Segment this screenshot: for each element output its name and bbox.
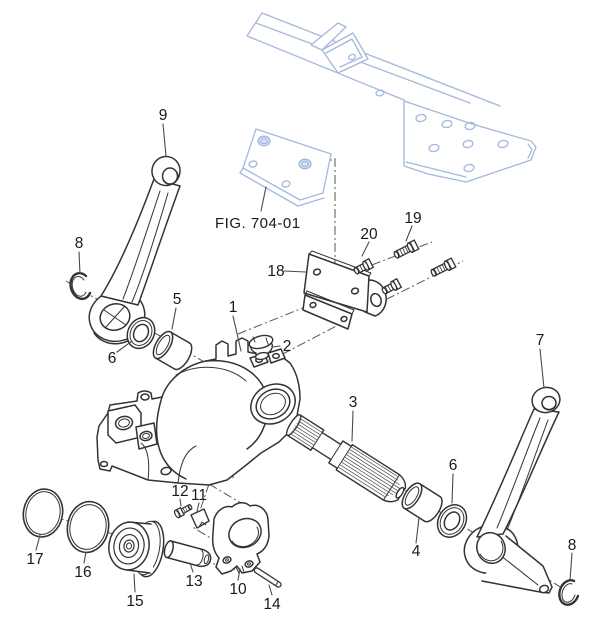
part-4-bushing [401,482,443,523]
callout-8-right: 8 [568,537,577,554]
callout-3: 3 [349,394,358,411]
part-5-bushing [152,330,193,371]
part-17-o-ring [22,488,64,538]
figure-reference-label: FIG. 704-01 [215,215,301,232]
callout-13: 13 [185,573,202,590]
part-16-diaphragm [66,500,110,554]
callout-4: 4 [412,543,421,560]
part-8-snap-ring-right [558,579,580,606]
part-18-bracket [302,250,387,330]
part-3-sector-shaft [285,414,407,503]
part-15-cover [108,520,165,578]
part-6-seal-left [126,316,156,350]
leader-lines [35,123,573,596]
part-13-pin [163,540,212,568]
callout-8-left: 8 [75,235,84,252]
callout-1: 1 [229,299,238,316]
part-8-snap-ring-left [69,272,92,301]
callout-17: 17 [26,551,43,568]
part-1-gear-housing [96,337,301,486]
callout-11: 11 [191,487,207,504]
part-19-bolts [381,239,457,295]
callout-20: 20 [360,226,378,243]
callout-9: 9 [159,107,168,124]
part-2-filler-cap [248,334,274,361]
callout-14: 14 [263,596,281,613]
callout-19: 19 [404,210,421,227]
callout-10: 10 [229,581,247,598]
callout-18: 18 [267,263,284,280]
callout-2: 2 [283,338,292,355]
callout-labels: 1 2 3 4 5 6 6 7 8 8 9 10 11 12 13 14 15 … [26,107,576,613]
part-6-seal-right [436,504,468,538]
callout-7: 7 [536,332,545,349]
callout-15: 15 [126,593,143,610]
callout-5: 5 [173,291,182,308]
part-12-bolt [173,503,193,519]
callout-6-left: 6 [108,350,117,367]
part-14-cotter-pin [253,567,282,588]
reference-frame-drawing [239,12,537,207]
callout-6-right: 6 [449,457,458,474]
part-7-pitman-arm-right [463,386,561,594]
callout-12: 12 [171,483,188,500]
part-20-bolt [353,257,375,275]
part-11-lock-plate [190,508,210,529]
callout-16: 16 [74,564,91,581]
part-9-pitman-arm-left [88,155,181,345]
part-10-clamp [211,502,270,575]
